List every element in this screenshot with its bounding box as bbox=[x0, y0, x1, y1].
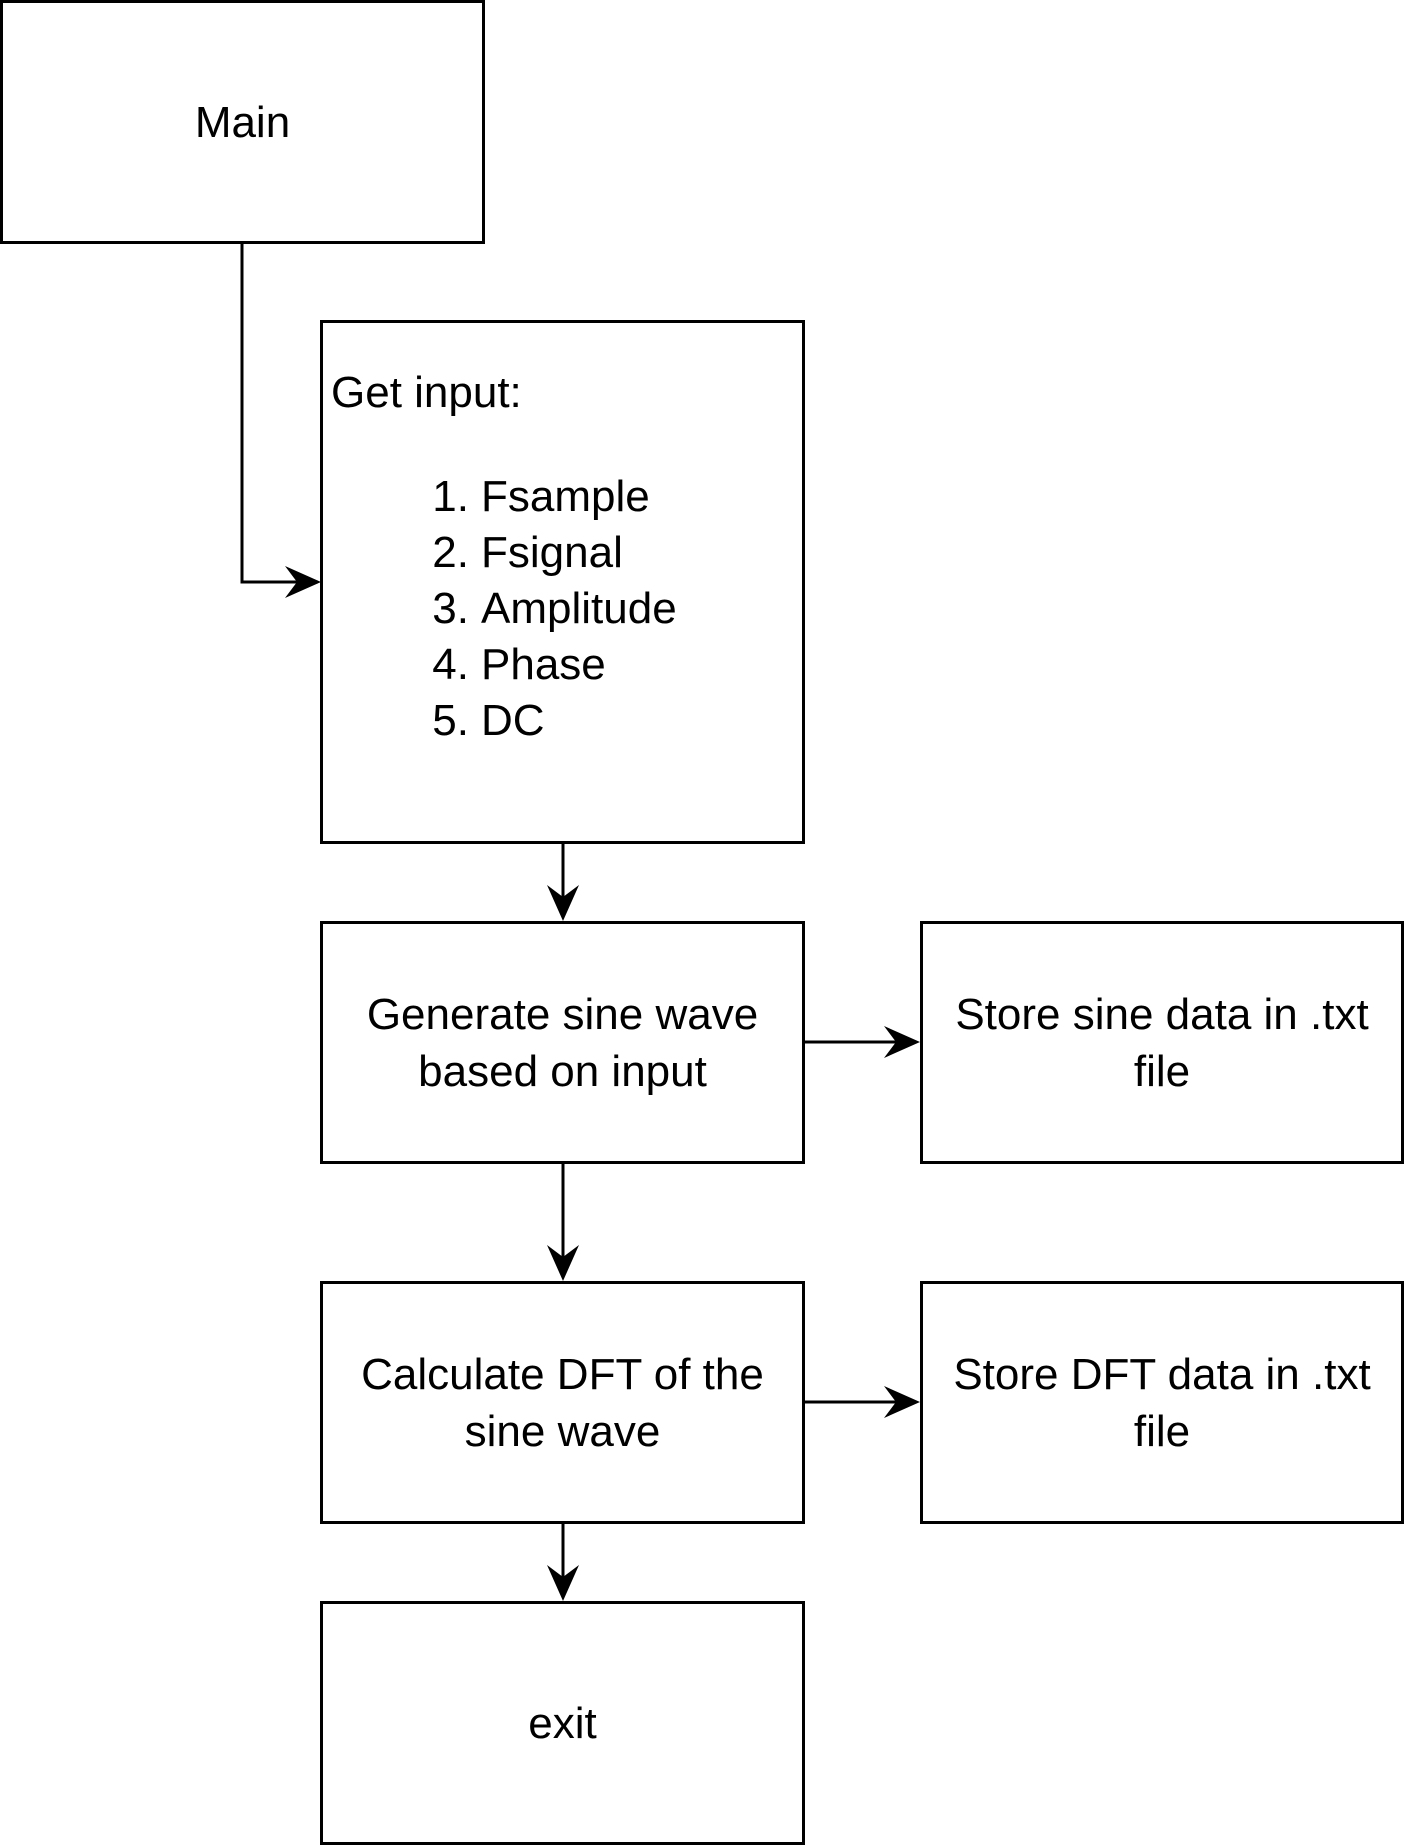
arrowhead-generate-to-store-sine bbox=[884, 1026, 920, 1058]
list-item-number: 4. bbox=[432, 640, 469, 689]
exit-node-label: exit bbox=[528, 1698, 597, 1748]
get-input-title: Get input: bbox=[331, 368, 522, 417]
list-item: 2. Fsignal bbox=[417, 525, 677, 581]
store-sine-node[interactable]: Store sine data in .txt file bbox=[920, 921, 1404, 1164]
store-dft-node[interactable]: Store DFT data in .txt file bbox=[920, 1281, 1404, 1524]
generate-sine-line-2: based on input bbox=[418, 1046, 707, 1096]
store-dft-line-2: file bbox=[1133, 1406, 1191, 1456]
arrowhead-generate-to-calculate-dft bbox=[547, 1245, 579, 1281]
list-item-number: 5. bbox=[432, 696, 469, 745]
store-sine-line-2: file bbox=[1133, 1046, 1191, 1096]
generate-sine-label: Generate sine wave based on input bbox=[357, 986, 768, 1100]
store-dft-line-1: Store DFT data in .txt bbox=[953, 1349, 1371, 1399]
store-sine-label: Store sine data in .txt file bbox=[945, 986, 1378, 1100]
calculate-dft-line-1: Calculate DFT of the bbox=[361, 1349, 764, 1399]
get-input-node[interactable]: Get input: 1. Fsample 2. Fsignal 3. Ampl… bbox=[320, 320, 805, 844]
list-item: 5. DC bbox=[417, 693, 677, 749]
list-item: 3. Amplitude bbox=[417, 581, 677, 637]
list-item: 4. Phase bbox=[417, 637, 677, 693]
arrowhead-calculate-dft-to-exit bbox=[547, 1565, 579, 1601]
calculate-dft-node[interactable]: Calculate DFT of the sine wave bbox=[320, 1281, 805, 1524]
list-item-number: 2. bbox=[432, 528, 469, 577]
store-dft-label: Store DFT data in .txt file bbox=[943, 1346, 1380, 1460]
exit-node[interactable]: exit bbox=[320, 1601, 805, 1845]
list-item-number: 3. bbox=[432, 584, 469, 633]
arrowhead-calculate-dft-to-store-dft bbox=[884, 1386, 920, 1418]
list-item-text: Fsignal bbox=[481, 528, 623, 577]
list-item-text: Phase bbox=[481, 640, 606, 689]
list-item-number: 1. bbox=[432, 472, 469, 521]
main-node[interactable]: Main bbox=[0, 0, 485, 244]
generate-sine-node[interactable]: Generate sine wave based on input bbox=[320, 921, 805, 1164]
calculate-dft-label: Calculate DFT of the sine wave bbox=[351, 1346, 774, 1460]
generate-sine-line-1: Generate sine wave bbox=[366, 989, 759, 1039]
list-item: 1. Fsample bbox=[417, 469, 677, 525]
list-item-text: DC bbox=[481, 696, 545, 745]
list-item-text: Amplitude bbox=[481, 584, 677, 633]
arrowhead-main-to-get-input bbox=[285, 566, 321, 598]
input-parameter-list: 1. Fsample 2. Fsignal 3. Amplitude 4. Ph… bbox=[417, 469, 677, 749]
calculate-dft-line-2: sine wave bbox=[464, 1406, 661, 1456]
list-item-text: Fsample bbox=[481, 472, 650, 521]
arrow-main-to-get-input bbox=[240, 244, 318, 584]
main-node-label: Main bbox=[194, 97, 291, 147]
store-sine-line-1: Store sine data in .txt bbox=[955, 989, 1369, 1039]
arrowhead-get-input-to-generate bbox=[547, 885, 579, 921]
